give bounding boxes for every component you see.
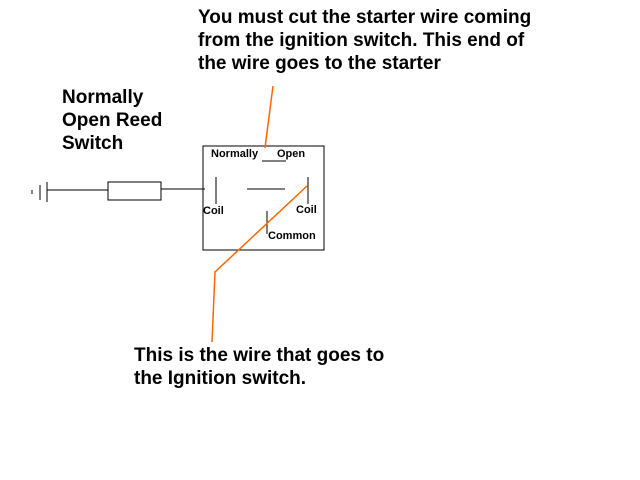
reed-switch-label-line: Normally <box>62 87 144 108</box>
relay-normally-label: Normally <box>211 148 259 160</box>
ignition-note: This is the wire that goes to the Igniti… <box>134 344 384 390</box>
wire-to-ignition-switch <box>211 185 308 343</box>
starter-note-line: from the ignition switch. This end of <box>198 30 525 51</box>
wire-to-starter <box>264 85 274 149</box>
relay-open-label: Open <box>277 148 306 160</box>
relay-common-label: Common <box>268 230 316 242</box>
reed-switch-label-line: Open Reed <box>62 110 163 131</box>
starter-wires <box>211 85 308 343</box>
reed-switch-body <box>107 181 162 201</box>
ignition-note-line: the Ignition switch. <box>134 368 307 389</box>
ignition-note-line: This is the wire that goes to <box>134 345 385 366</box>
relay-coil-right-label: Coil <box>296 204 317 216</box>
battery-symbol <box>31 182 108 202</box>
starter-note: You must cut the starter wire coming fro… <box>198 6 531 75</box>
relay-coil-left-label: Coil <box>203 205 224 217</box>
starter-note-line: the wire goes to the starter <box>198 53 441 74</box>
reed-switch-label: Normally Open Reed Switch <box>62 86 162 155</box>
reed-switch-label-line: Switch <box>62 133 124 154</box>
relay-box <box>202 145 325 251</box>
starter-note-line: You must cut the starter wire coming <box>198 7 532 28</box>
